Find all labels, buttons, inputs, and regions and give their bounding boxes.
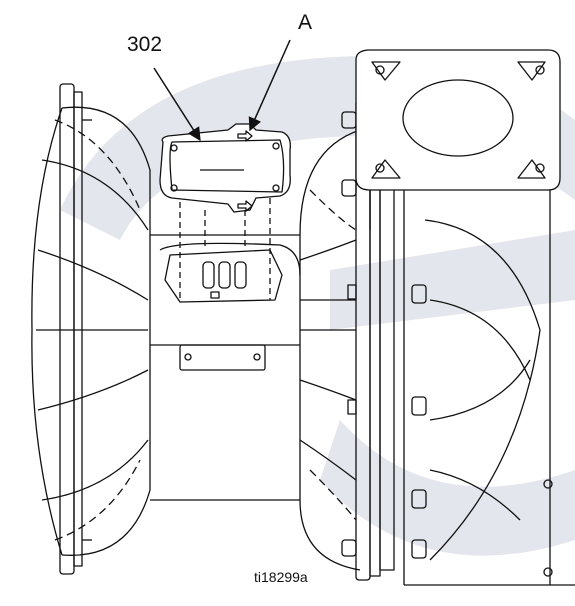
callout-leaders (153, 39, 291, 142)
callout-302-label: 302 (127, 33, 163, 56)
callout-a-label: A (298, 11, 313, 34)
right-diaphragm-cover (299, 129, 361, 571)
figure-id: ti18299a (254, 569, 308, 585)
air-valve-plate (164, 249, 283, 303)
outlet-manifold (355, 49, 575, 586)
flange-bolts (341, 111, 427, 559)
left-diaphragm-cover (31, 106, 151, 556)
left-flange (59, 83, 92, 575)
assembly-guide-lines (179, 188, 271, 300)
valve-cover-302 (159, 123, 291, 213)
center-housing (150, 234, 301, 501)
